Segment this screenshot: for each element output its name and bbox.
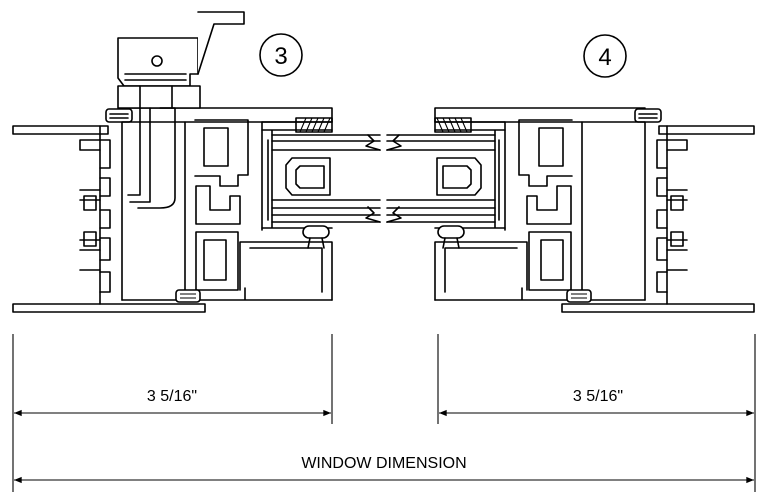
left-middle-chamber <box>195 185 241 225</box>
left-frame-assembly <box>12 11 381 313</box>
left-pile-hatch <box>299 117 331 133</box>
dim-label-overall: WINDOW DIMENSION <box>301 455 466 472</box>
left-break-top <box>365 134 381 151</box>
lock-rod <box>127 107 151 203</box>
left-break-bottom <box>365 206 381 223</box>
lock-lever <box>197 11 245 75</box>
right-frame-assembly <box>386 107 755 313</box>
lock-keeper-divisions <box>139 85 173 109</box>
lock-cam <box>137 107 176 209</box>
dimension-lines <box>12 334 756 492</box>
left-sill-rail <box>121 287 333 301</box>
left-frame-slots <box>83 195 97 247</box>
left-upper-pocket <box>203 127 229 167</box>
sash-lock-hardware <box>117 11 245 209</box>
left-top-flange <box>12 125 109 135</box>
left-gasket-stem <box>307 237 325 249</box>
left-spacer-inner <box>295 165 325 189</box>
left-glazing-bead <box>239 241 333 301</box>
left-lower-chamber <box>195 231 239 291</box>
left-center-walls <box>184 121 263 301</box>
left-frame-teeth <box>79 139 101 271</box>
left-pile-seal <box>295 117 333 133</box>
left-top-cap <box>105 108 133 123</box>
lock-pivot <box>151 55 163 67</box>
left-top-cap-lines <box>109 113 129 119</box>
left-glazing-channel <box>261 121 333 229</box>
left-lower-pocket <box>203 239 227 281</box>
left-glass-lites <box>271 134 381 223</box>
callout-circle-4 <box>583 34 627 78</box>
dim-label-right-width: 3 5/16" <box>573 388 623 405</box>
lock-base-lines <box>124 73 187 81</box>
left-head-rail <box>121 107 333 123</box>
left-upper-chamber <box>194 119 249 187</box>
left-spacer-block <box>285 157 331 196</box>
left-frame-ribs <box>99 139 111 293</box>
left-bottom-flange <box>12 303 206 313</box>
left-bulb-gasket <box>302 225 330 239</box>
callout-number-3: 3 <box>274 43 287 70</box>
lock-keeper <box>117 85 201 109</box>
callout-circle-3 <box>259 33 303 77</box>
callout-number-4: 4 <box>598 44 611 71</box>
left-bottom-cap-lines <box>180 293 196 299</box>
left-frame-wall <box>99 121 123 305</box>
left-bottom-cap <box>175 289 201 303</box>
dim-label-left-width: 3 5/16" <box>147 388 197 405</box>
